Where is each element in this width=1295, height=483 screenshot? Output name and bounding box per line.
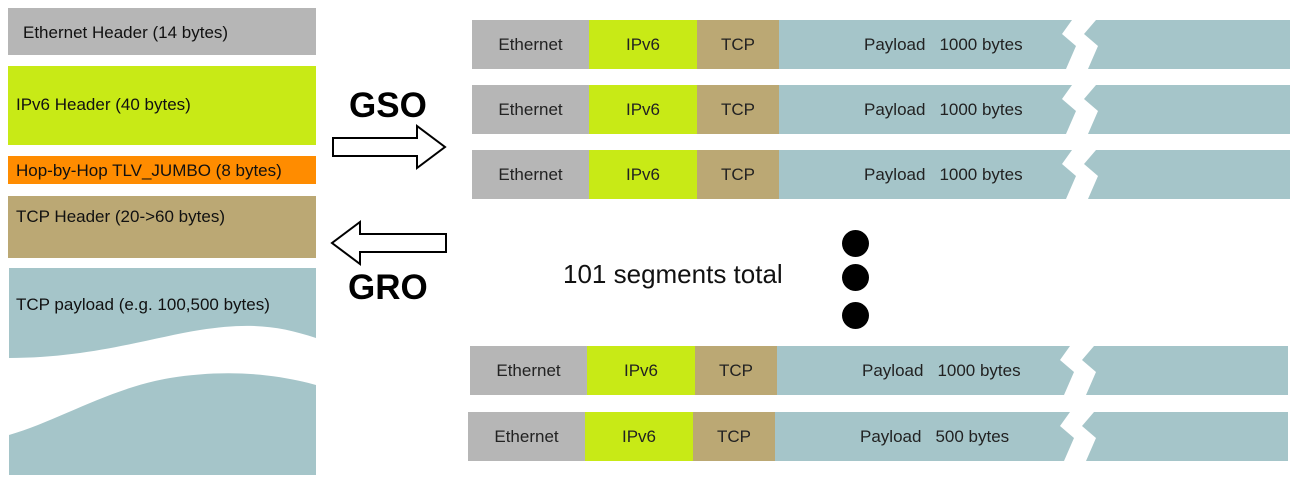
ipv6-header-label: IPv6 Header (40 bytes) [16, 95, 191, 114]
tcp-header-label: TCP Header (20->60 bytes) [16, 207, 225, 226]
segments-total-label: 101 segments total [563, 259, 783, 289]
segment-ethernet: Ethernet [468, 412, 585, 461]
segment-payload [777, 346, 1288, 395]
segment-payload-label: Payload 1000 bytes [862, 346, 1021, 395]
hop-by-hop-label: Hop-by-Hop TLV_JUMBO (8 bytes) [16, 161, 282, 180]
segment-ipv6: IPv6 [587, 346, 695, 395]
segment-ethernet: Ethernet [472, 85, 589, 134]
payload-size: 1000 bytes [937, 360, 1021, 380]
ellipsis-dot [842, 264, 869, 291]
segment-payload [779, 20, 1290, 69]
segment-row: Ethernet IPv6 TCP Payload 1000 bytes [472, 85, 1290, 134]
ellipsis-dot [842, 230, 869, 257]
segment-ethernet: Ethernet [472, 20, 589, 69]
segment-tcp: TCP [697, 85, 779, 134]
segment-ipv6: IPv6 [589, 150, 697, 199]
tcp-payload-shape [9, 268, 316, 475]
segment-tcp: TCP [697, 20, 779, 69]
segment-ipv6: IPv6 [589, 20, 697, 69]
segment-payload-label: Payload 1000 bytes [864, 20, 1023, 69]
segment-payload [779, 85, 1290, 134]
tcp-header-block: TCP Header (20->60 bytes) [8, 196, 316, 258]
gso-label: GSO [349, 86, 427, 125]
left-arrow-icon [330, 220, 447, 266]
segment-tcp: TCP [697, 150, 779, 199]
right-arrow-icon [332, 124, 447, 170]
payload-text: Payload [864, 34, 926, 54]
segment-payload-label: Payload 500 bytes [860, 412, 1009, 461]
payload-text: Payload [862, 360, 924, 380]
segment-payload [779, 150, 1290, 199]
gro-label: GRO [348, 268, 428, 307]
segment-ipv6: IPv6 [589, 85, 697, 134]
segment-payload-label: Payload 1000 bytes [864, 150, 1023, 199]
payload-size: 1000 bytes [939, 164, 1023, 184]
segment-payload [775, 412, 1288, 461]
segment-row: Ethernet IPv6 TCP Payload 500 bytes [468, 412, 1288, 461]
segment-row: Ethernet IPv6 TCP Payload 1000 bytes [470, 346, 1288, 395]
payload-text: Payload [864, 99, 926, 119]
hop-by-hop-block: Hop-by-Hop TLV_JUMBO (8 bytes) [8, 156, 316, 184]
ipv6-header-block: IPv6 Header (40 bytes) [8, 66, 316, 145]
segment-row: Ethernet IPv6 TCP Payload 1000 bytes [472, 20, 1290, 69]
payload-text: Payload [864, 164, 926, 184]
segment-tcp: TCP [693, 412, 775, 461]
segment-ipv6: IPv6 [585, 412, 693, 461]
segment-ethernet: Ethernet [472, 150, 589, 199]
payload-size: 1000 bytes [939, 34, 1023, 54]
segment-payload-label: Payload 1000 bytes [864, 85, 1023, 134]
segment-row: Ethernet IPv6 TCP Payload 1000 bytes [472, 150, 1290, 199]
segment-tcp: TCP [695, 346, 777, 395]
payload-size: 500 bytes [935, 426, 1010, 446]
ethernet-header-block: Ethernet Header (14 bytes) [8, 8, 316, 55]
payload-text: Payload [860, 426, 922, 446]
ellipsis-dot [842, 302, 869, 329]
tcp-payload-label: TCP payload (e.g. 100,500 bytes) [16, 295, 270, 314]
payload-size: 1000 bytes [939, 99, 1023, 119]
segment-ethernet: Ethernet [470, 346, 587, 395]
ethernet-header-label: Ethernet Header (14 bytes) [23, 23, 229, 42]
